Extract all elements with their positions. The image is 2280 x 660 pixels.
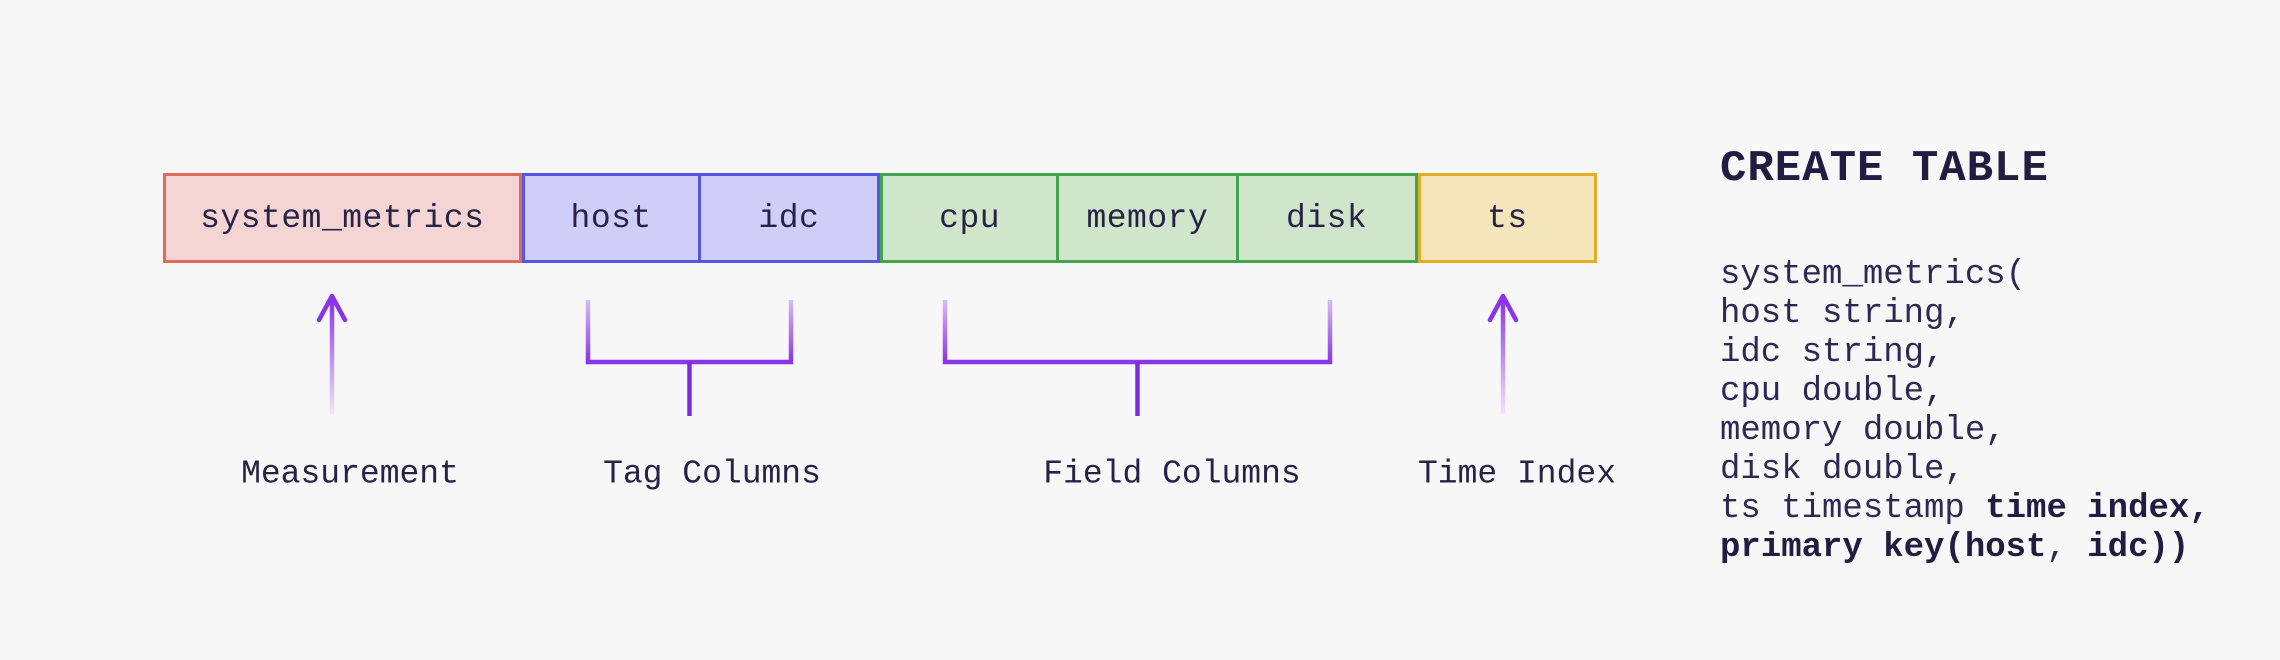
sql-keyword: idc)) bbox=[2087, 529, 2190, 567]
box-label: cpu bbox=[939, 199, 1001, 237]
box-label: ts bbox=[1487, 199, 1528, 237]
schema-box-idc: idc bbox=[697, 173, 880, 263]
schema-box-memory: memory bbox=[1056, 173, 1239, 263]
time-index-arrow-head bbox=[1487, 293, 1519, 323]
create-table-snippet: CREATE TABLE system_metrics(host string,… bbox=[1720, 108, 2210, 604]
sql-text: host string, bbox=[1720, 295, 1965, 333]
sql-title: CREATE TABLE bbox=[1720, 144, 2049, 194]
annotation-label-tag-columns: Tag Columns bbox=[603, 455, 821, 493]
box-label: idc bbox=[758, 199, 820, 237]
sql-text: cpu double, bbox=[1720, 373, 1945, 411]
sql-line: cpu double, bbox=[1720, 373, 2210, 412]
sql-text: disk double, bbox=[1720, 451, 1965, 489]
sql-line: idc string, bbox=[1720, 334, 2210, 373]
schema-box-disk: disk bbox=[1235, 173, 1418, 263]
sql-text: ts timestamp bbox=[1720, 490, 1986, 528]
schema-box-host: host bbox=[521, 173, 701, 263]
box-label: disk bbox=[1286, 199, 1368, 237]
schema-box-system_metrics: system_metrics bbox=[163, 173, 522, 263]
box-label: host bbox=[570, 199, 652, 237]
sql-line: ts timestamp time index, bbox=[1720, 490, 2210, 529]
box-label: memory bbox=[1086, 199, 1209, 237]
sql-line: host string, bbox=[1720, 295, 2210, 334]
box-label: system_metrics bbox=[200, 199, 485, 237]
sql-lines: system_metrics(host string,idc string,cp… bbox=[1720, 256, 2210, 568]
annotation-label-time-index: Time Index bbox=[1417, 455, 1617, 493]
sql-text: memory double, bbox=[1720, 412, 2006, 450]
annotation-label-field-columns: Field Columns bbox=[1043, 455, 1301, 493]
sql-text: system_metrics( bbox=[1720, 256, 2027, 294]
sql-line: memory double, bbox=[1720, 412, 2210, 451]
field-columns-bracket bbox=[942, 300, 1333, 365]
sql-text: , bbox=[2046, 529, 2088, 567]
sql-line: disk double, bbox=[1720, 451, 2210, 490]
tag-columns-bracket bbox=[585, 300, 794, 365]
schema-box-cpu: cpu bbox=[880, 173, 1060, 263]
sql-keyword: time index, bbox=[1985, 490, 2210, 528]
measurement-arrow-head bbox=[316, 293, 348, 323]
annotation-label-measurement: Measurement bbox=[241, 455, 459, 493]
sql-keyword: primary key(host bbox=[1720, 529, 2047, 567]
sql-line: primary key(host, idc)) bbox=[1720, 529, 2210, 568]
schema-box-ts: ts bbox=[1417, 173, 1597, 263]
sql-text: idc string, bbox=[1720, 334, 1945, 372]
sql-line: system_metrics( bbox=[1720, 256, 2210, 295]
